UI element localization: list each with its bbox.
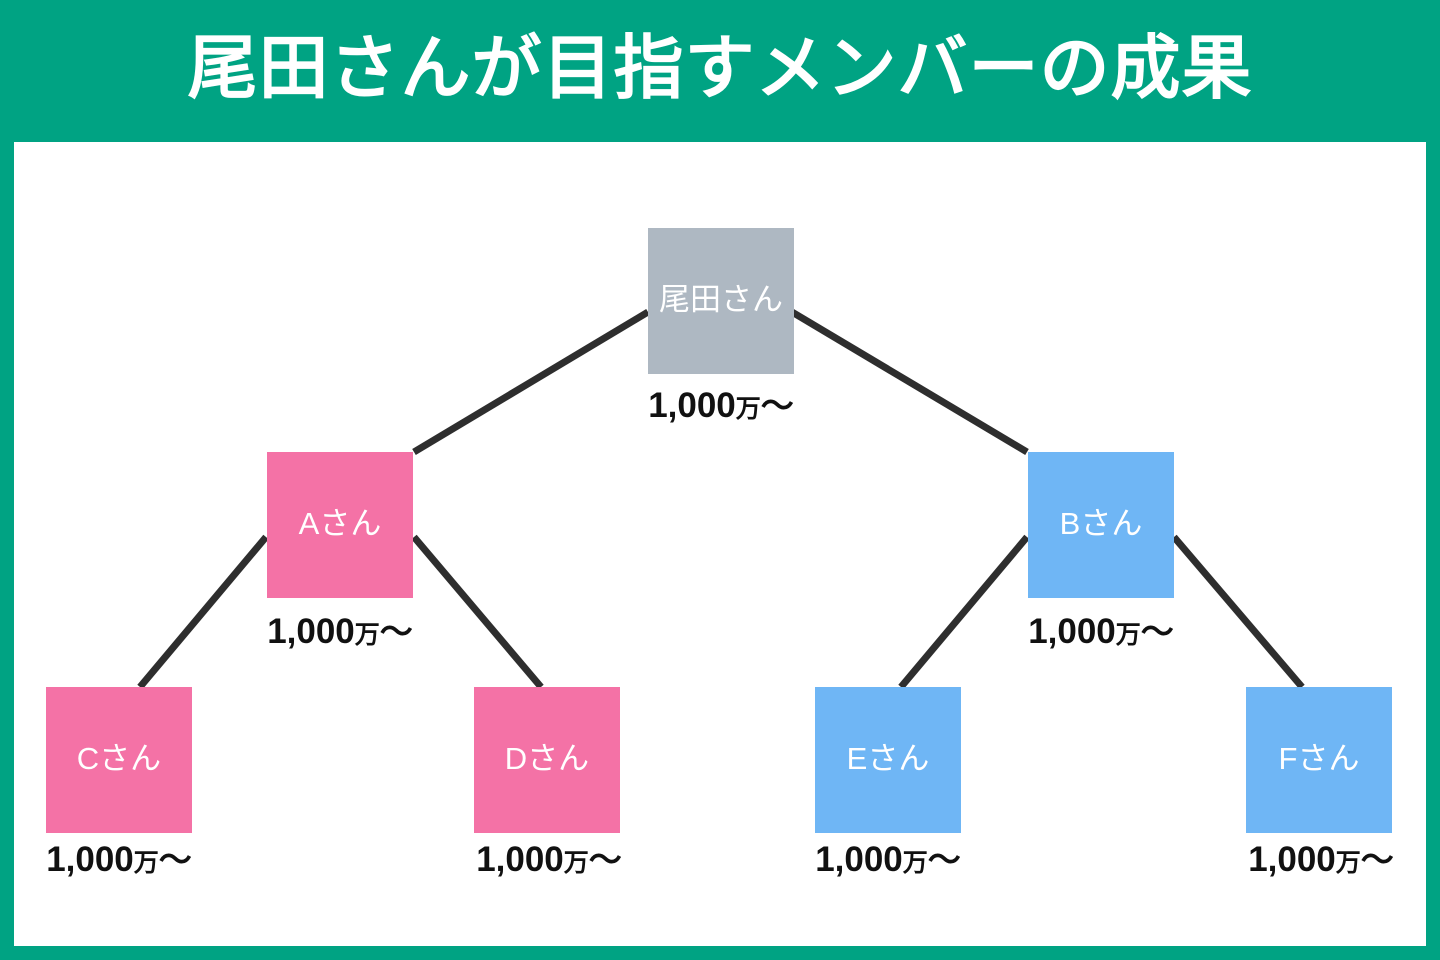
- edge-a-c: [137, 534, 269, 690]
- node-label-e: Eさん: [846, 740, 930, 776]
- node-d[interactable]: Dさん: [474, 687, 620, 833]
- amount-unit-oda: 万: [735, 395, 761, 423]
- amount-number-e: 1,000: [815, 840, 903, 879]
- amount-unit-c: 万: [133, 849, 159, 877]
- node-label-d: Dさん: [504, 740, 590, 776]
- node-label-f: Fさん: [1278, 740, 1360, 776]
- amount-number-a: 1,000: [267, 612, 355, 651]
- amount-tilde-d: 〜: [588, 841, 622, 878]
- node-a[interactable]: Aさん: [267, 452, 413, 598]
- amount-a: 1,000万〜: [267, 614, 413, 649]
- edge-root-b: [790, 308, 1029, 456]
- node-label-oda: 尾田さん: [659, 281, 783, 317]
- amount-unit-f: 万: [1335, 849, 1361, 877]
- amount-number-f: 1,000: [1248, 840, 1336, 879]
- node-f[interactable]: Fさん: [1246, 687, 1392, 833]
- node-label-b: Bさん: [1059, 505, 1143, 541]
- amount-tilde-f: 〜: [1360, 841, 1394, 878]
- page-title: 尾田さんが目指すメンバーの成果: [187, 29, 1253, 107]
- amount-d: 1,000万〜: [464, 842, 634, 877]
- node-b[interactable]: Bさん: [1028, 452, 1174, 598]
- amount-unit-a: 万: [354, 621, 380, 649]
- node-c[interactable]: Cさん: [46, 687, 192, 833]
- amount-number-d: 1,000: [476, 840, 564, 879]
- amount-b: 1,000万〜: [1028, 614, 1174, 649]
- amount-number-c: 1,000: [46, 840, 134, 879]
- amount-oda: 1,000万〜: [648, 388, 794, 423]
- edge-b-e: [898, 534, 1030, 690]
- edge-b-f: [1171, 534, 1305, 690]
- node-oda[interactable]: 尾田さん: [648, 228, 794, 374]
- amount-tilde-e: 〜: [927, 841, 961, 878]
- amount-c: 1,000万〜: [34, 842, 204, 877]
- amount-e: 1,000万〜: [803, 842, 973, 877]
- amount-tilde-oda: 〜: [760, 387, 794, 424]
- amount-number-b: 1,000: [1028, 612, 1116, 651]
- node-label-c: Cさん: [76, 740, 162, 776]
- amount-unit-d: 万: [563, 849, 589, 877]
- amount-f: 1,000万〜: [1236, 842, 1406, 877]
- amount-tilde-a: 〜: [379, 613, 413, 650]
- edge-a-d: [411, 534, 544, 690]
- amount-number-oda: 1,000: [648, 386, 736, 425]
- node-label-a: Aさん: [298, 505, 382, 541]
- amount-unit-e: 万: [902, 849, 928, 877]
- amount-unit-b: 万: [1115, 621, 1141, 649]
- amount-tilde-c: 〜: [158, 841, 192, 878]
- diagram-board: 尾田さん 1,000万〜 Aさん 1,000万〜 Bさん 1,000万〜 Cさん…: [14, 142, 1426, 946]
- node-e[interactable]: Eさん: [815, 687, 961, 833]
- amount-tilde-b: 〜: [1140, 613, 1174, 650]
- edge-root-a: [412, 308, 650, 456]
- header-band: 尾田さんが目指すメンバーの成果: [0, 0, 1440, 136]
